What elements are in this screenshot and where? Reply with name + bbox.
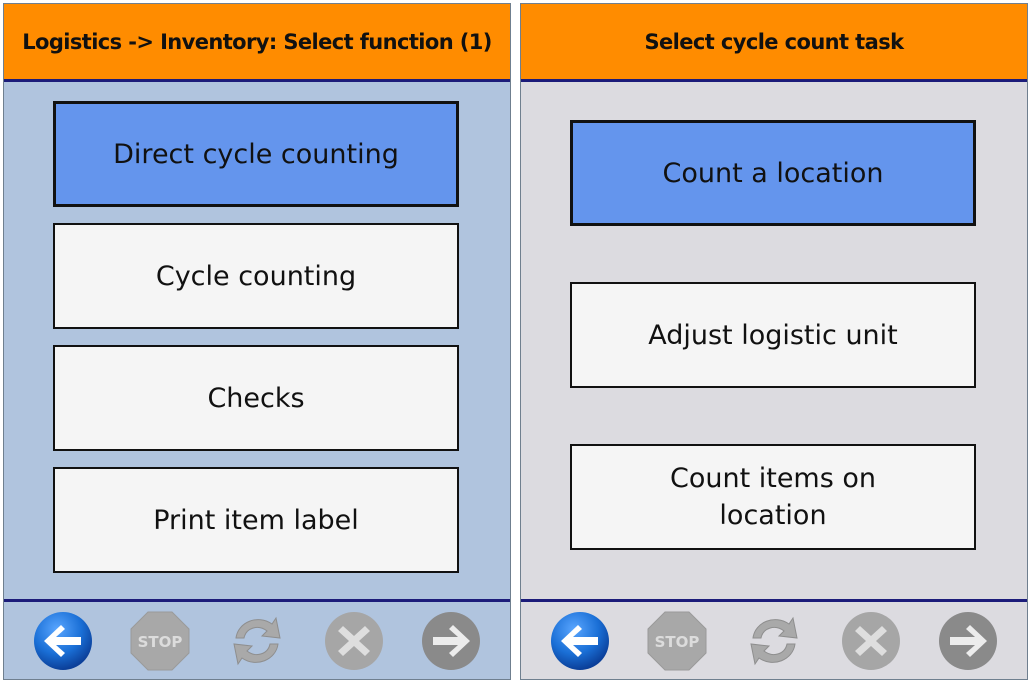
screen-select-function: Logistics -> Inventory: Select function … [3,3,511,680]
refresh-button[interactable] [226,610,288,672]
menu-item-print-item-label[interactable]: Print item label [53,467,459,573]
screen-title-bar: Logistics -> Inventory: Select function … [4,4,510,82]
forward-arrow-icon [939,611,998,670]
back-arrow-icon [550,611,609,670]
cancel-icon [842,611,901,670]
cancel-icon [325,611,384,670]
forward-button[interactable] [937,610,999,672]
back-button[interactable] [549,610,611,672]
back-button[interactable] [32,610,94,672]
svg-text:STOP: STOP [137,633,182,651]
refresh-icon [233,616,281,665]
menu-item-count-a-location[interactable]: Count a location [570,120,976,226]
refresh-icon [750,616,798,665]
screen-title-bar: Select cycle count task [521,4,1027,82]
footer-toolbar: STOP [521,599,1027,679]
menu-item-label: Print item label [153,504,359,536]
menu-item-label: Cycle counting [155,260,357,292]
forward-arrow-icon [422,611,481,670]
footer-toolbar: STOP [4,599,510,679]
menu-item-label: Checks [207,382,305,414]
cancel-button[interactable] [323,610,385,672]
menu-item-label: Adjust logistic unit [648,319,898,351]
screen-title: Select cycle count task [644,29,905,54]
menu-item-checks[interactable]: Checks [53,345,459,451]
stop-icon: STOP [130,611,190,670]
menu-item-direct-cycle-counting[interactable]: Direct cycle counting [53,101,459,207]
menu-item-cycle-counting[interactable]: Cycle counting [53,223,459,329]
forward-button[interactable] [420,610,482,672]
menu-item-label: Direct cycle counting [113,138,399,170]
menu-item-count-items-on-location[interactable]: Count items on location [570,444,976,550]
refresh-button[interactable] [743,610,805,672]
screen-select-cycle-count-task: Select cycle count task Count a location… [520,3,1028,680]
menu-item-label: Count items on location [669,463,877,531]
stop-button[interactable]: STOP [646,610,708,672]
menu-item-adjust-logistic-unit[interactable]: Adjust logistic unit [570,282,976,388]
menu-item-label: Count a location [662,157,884,189]
screen-title: Logistics -> Inventory: Select function … [22,29,492,54]
stop-icon: STOP [647,611,707,670]
cancel-button[interactable] [840,610,902,672]
stop-button[interactable]: STOP [129,610,191,672]
svg-text:STOP: STOP [654,633,699,651]
back-arrow-icon [33,611,92,670]
